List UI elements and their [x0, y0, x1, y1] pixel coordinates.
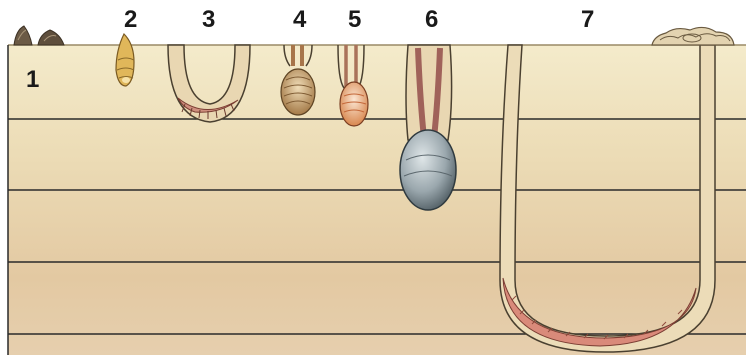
soft-shell-clam-icon — [400, 45, 456, 210]
label-5: 5 — [348, 8, 361, 32]
label-7: 7 — [581, 8, 594, 32]
label-6: 6 — [425, 8, 438, 32]
label-3: 3 — [202, 8, 215, 32]
mud-snail-icon — [116, 34, 134, 86]
sediment-body — [8, 45, 746, 355]
label-1: 1 — [26, 68, 39, 92]
label-2: 2 — [124, 8, 137, 32]
lugworm-cast-icon — [652, 27, 734, 45]
label-4: 4 — [293, 8, 306, 32]
periwinkle-snail-icon — [14, 26, 64, 45]
